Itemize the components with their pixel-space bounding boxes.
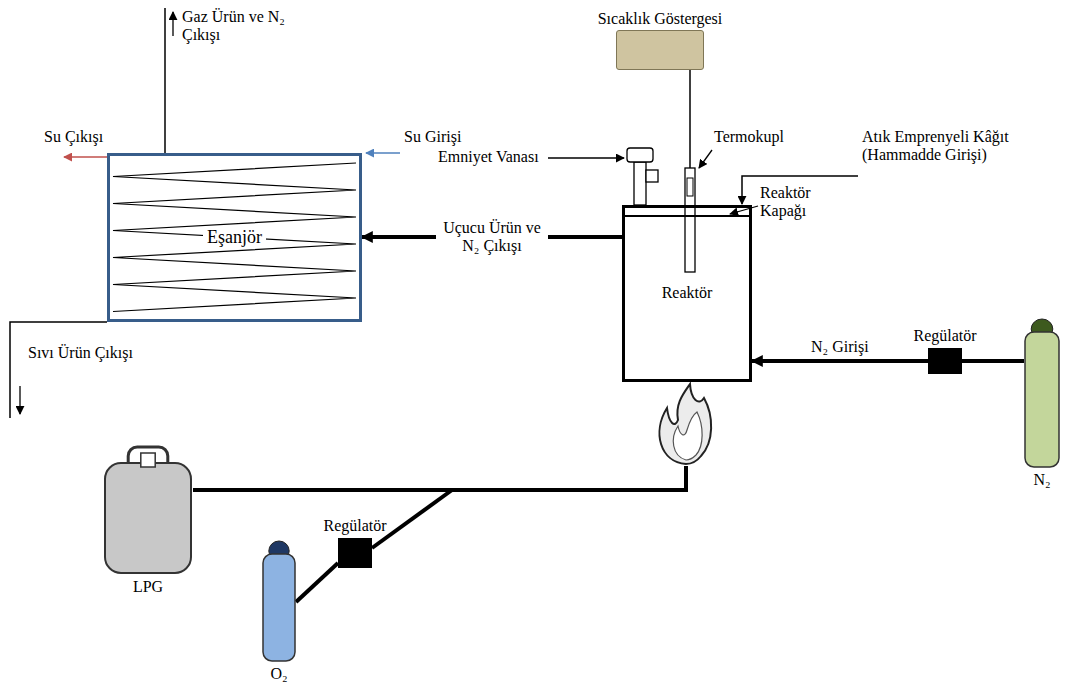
gas-outlet-arrow bbox=[172, 12, 173, 36]
node-label: Reaktör bbox=[658, 284, 717, 302]
liquid-outlet-pipe bbox=[10, 322, 107, 418]
node-label: N₂ bbox=[1033, 471, 1050, 489]
callout-label: Gaz Ürün ve N₂ Çıkışı bbox=[182, 8, 300, 45]
burner-flame bbox=[659, 384, 711, 464]
liquid-outlet-arrow bbox=[19, 386, 20, 414]
coil-windings bbox=[113, 163, 356, 312]
callout-label: Su Çıkışı bbox=[44, 128, 103, 146]
cylinder-shape bbox=[1024, 318, 1060, 468]
cylinder-body bbox=[105, 463, 191, 573]
safety-valve-cap bbox=[627, 148, 653, 162]
callout-label: Atık Emprenyeli Kâğıt (Hammadde Girişi) bbox=[862, 128, 1012, 165]
lpg-cylinder: LPG bbox=[103, 445, 193, 575]
reactor: Reaktör bbox=[622, 205, 752, 382]
safety-valve-stem bbox=[634, 162, 646, 205]
regulator: Regülatör bbox=[928, 348, 962, 374]
node-label: LPG bbox=[133, 578, 163, 596]
safety-valve-port bbox=[646, 170, 658, 182]
callout-label: Emniyet Vanası bbox=[438, 148, 539, 166]
callout-label: Su Girişi bbox=[404, 128, 461, 146]
node-label: Eşanjör bbox=[203, 227, 266, 248]
leader-arrow bbox=[699, 150, 712, 168]
cylinder-shape bbox=[262, 540, 296, 662]
reactor-lid bbox=[622, 215, 752, 217]
gas-line bbox=[193, 466, 686, 490]
cylinder-body bbox=[263, 554, 295, 661]
callout-label: Sıvı Ürün Çıkışı bbox=[28, 344, 133, 362]
thermocouple-rod bbox=[685, 168, 695, 272]
callout-label: Termokupl bbox=[714, 128, 784, 146]
regulator: Regülatör bbox=[338, 538, 372, 568]
temperature-gauge: Sıcaklık Göstergesi bbox=[616, 30, 704, 70]
node-label: Regülatör bbox=[323, 517, 386, 535]
pipe-label: Uçucu Ürün ve N₂ Çıkışı bbox=[436, 219, 548, 256]
pipe-connector bbox=[296, 563, 338, 602]
callout-label: Reaktör Kapağı bbox=[760, 184, 832, 221]
cylinder-shape bbox=[103, 445, 193, 575]
water-outlet-arrow bbox=[64, 156, 107, 158]
pipe-connector bbox=[752, 359, 928, 363]
node-label: Regülatör bbox=[913, 327, 976, 345]
oxygen-cylinder: O₂ bbox=[262, 540, 296, 662]
heat-exchanger: Eşanjör bbox=[107, 153, 362, 322]
burner-flame-inner bbox=[673, 412, 702, 460]
cylinder-body bbox=[1025, 332, 1059, 467]
node-label: Sıcaklık Göstergesi bbox=[598, 10, 723, 28]
gauge-wire bbox=[689, 70, 691, 168]
gas-outlet-pipe bbox=[164, 8, 166, 153]
leader-arrow bbox=[548, 157, 624, 158]
cylinder-valve bbox=[141, 453, 155, 467]
thermocouple-sensor bbox=[687, 178, 693, 196]
nitrogen-cylinder: N₂ bbox=[1024, 318, 1060, 468]
pipe-connector bbox=[962, 359, 1024, 363]
heat-exchanger-coil bbox=[113, 163, 356, 312]
pipe-label: N₂ Girişi bbox=[809, 338, 871, 356]
water-inlet-arrow bbox=[366, 152, 400, 154]
node-label: O₂ bbox=[270, 665, 287, 683]
